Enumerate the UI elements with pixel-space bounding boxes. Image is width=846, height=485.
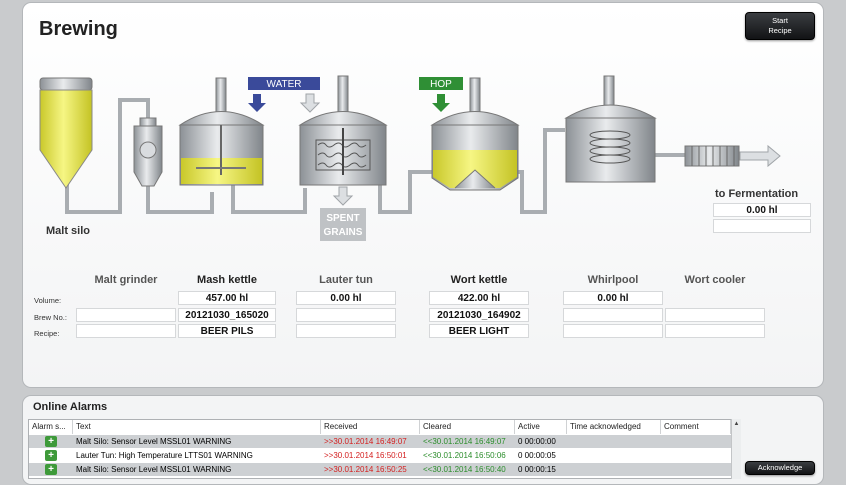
- malt-grinder-brew-no: [76, 308, 176, 322]
- unit-header-lauter-tun: Lauter tun: [319, 274, 373, 286]
- alarm-cleared: <<30.01.2014 16:50:06: [423, 451, 506, 460]
- malt-silo-tank: [39, 77, 93, 189]
- column-header-text[interactable]: Text: [73, 420, 321, 434]
- lauter-tun: [298, 75, 388, 186]
- brew-no-row-label: Brew No.:: [34, 313, 67, 322]
- column-header-comment[interactable]: Comment: [661, 420, 731, 434]
- brewing-panel: [22, 2, 824, 388]
- malt-grinder-recipe: [76, 324, 176, 338]
- malt-silo-label: Malt silo: [46, 225, 91, 237]
- start-recipe-label: Start Recipe: [768, 16, 792, 35]
- start-recipe-button[interactable]: Start Recipe: [745, 12, 815, 40]
- alarm-active: 0 00:00:15: [518, 465, 556, 474]
- whirlpool-brew-no: [563, 308, 663, 322]
- hop-inlet-arrow-icon: [432, 94, 450, 112]
- wort-kettle-recipe: BEER LIGHT: [429, 324, 529, 338]
- column-header-alarm-status[interactable]: Alarm s...: [29, 420, 73, 434]
- acknowledge-button[interactable]: Acknowledge: [745, 461, 815, 475]
- whirlpool-volume: 0.00 hl: [563, 291, 663, 305]
- table-row[interactable]: + Malt Silo: Sensor Level MSSL01 WARNING…: [29, 463, 740, 476]
- mash-kettle-recipe: BEER PILS: [178, 324, 276, 338]
- recipe-row-label: Recipe:: [34, 329, 60, 338]
- lauter-tun-brew-no: [296, 308, 396, 322]
- alarm-cleared: <<30.01.2014 16:49:07: [423, 437, 506, 446]
- unit-header-mash-kettle: Mash kettle: [197, 274, 257, 286]
- alarms-scrollbar[interactable]: ▲: [731, 419, 741, 479]
- malt-grinder: [133, 117, 163, 187]
- water-inlet-arrow-icon: [299, 93, 321, 113]
- pipes: [65, 98, 685, 214]
- wort-kettle-brew-no: 20121030_164902: [429, 308, 529, 322]
- alarm-text: Malt Silo: Sensor Level MSSL01 WARNING: [76, 465, 232, 474]
- lauter-tun-recipe: [296, 324, 396, 338]
- mash-kettle-brew-no: 20121030_165020: [178, 308, 276, 322]
- alarm-received: >>30.01.2014 16:49:07: [324, 437, 407, 446]
- alarm-text: Lauter Tun: High Temperature LTTS01 WARN…: [76, 451, 253, 460]
- wort-kettle-volume: 422.00 hl: [429, 291, 529, 305]
- column-header-active[interactable]: Active: [515, 420, 567, 434]
- lauter-tun-volume: 0.00 hl: [296, 291, 396, 305]
- scroll-up-icon[interactable]: ▲: [733, 421, 740, 427]
- hop-label: HOP: [430, 79, 452, 90]
- hop-label-box: [419, 77, 463, 90]
- wort-cooler: [684, 145, 740, 167]
- water-label: WATER: [267, 79, 302, 90]
- volume-row-label: Volume:: [34, 296, 62, 305]
- unit-header-malt-grinder: Malt grinder: [94, 274, 158, 286]
- whirlpool-recipe: [563, 324, 663, 338]
- alarm-text: Malt Silo: Sensor Level MSSL01 WARNING: [76, 437, 232, 446]
- alarm-status-plus-icon: +: [45, 464, 57, 475]
- alarm-received: >>30.01.2014 16:50:25: [324, 465, 407, 474]
- table-row[interactable]: + Malt Silo: Sensor Level MSSL01 WARNING…: [29, 435, 740, 448]
- whirlpool: [564, 75, 657, 183]
- wort-cooler-brew-no: [665, 308, 765, 322]
- unit-header-wort-kettle: Wort kettle: [450, 274, 508, 286]
- page-title: Brewing: [39, 18, 118, 40]
- alarm-status-plus-icon: +: [45, 450, 57, 461]
- column-header-received[interactable]: Received: [321, 420, 420, 434]
- spent-grains-label: GRAINS: [324, 227, 363, 238]
- to-fermentation-blank: [713, 219, 811, 233]
- table-row[interactable]: + Lauter Tun: High Temperature LTTS01 WA…: [29, 449, 740, 462]
- spent-grains-label: SPENT: [326, 213, 359, 224]
- mash-kettle: [178, 77, 265, 186]
- alarm-cleared: <<30.01.2014 16:50:40: [423, 465, 506, 474]
- process-diagram: WATER SPENT GRAINS HOP: [39, 75, 781, 241]
- online-alarms-title: Online Alarms: [33, 401, 108, 413]
- to-fermentation-value: 0.00 hl: [713, 203, 811, 217]
- to-fermentation-label: to Fermentation: [715, 188, 799, 200]
- alarms-table: Alarm s... Text Received Cleared Active …: [28, 419, 741, 479]
- water-inlet-arrow-icon: [248, 94, 266, 112]
- alarm-active: 0 00:00:05: [518, 451, 556, 460]
- to-fermentation-arrow-icon: [739, 144, 781, 168]
- water-label-box: [248, 77, 320, 90]
- acknowledge-label: Acknowledge: [757, 463, 803, 472]
- mash-kettle-volume: 457.00 hl: [178, 291, 276, 305]
- unit-header-wort-cooler: Wort cooler: [684, 274, 746, 286]
- spent-grains-arrow-icon: [332, 186, 354, 206]
- unit-header-whirlpool: Whirlpool: [587, 274, 639, 286]
- alarm-received: >>30.01.2014 16:50:01: [324, 451, 407, 460]
- spent-grains-box: [320, 208, 366, 241]
- alarm-status-plus-icon: +: [45, 436, 57, 447]
- wort-kettle: [430, 77, 520, 191]
- column-header-time-acknowledged[interactable]: Time acknowledged: [567, 420, 661, 434]
- wort-cooler-recipe: [665, 324, 765, 338]
- alarm-active: 0 00:00:00: [518, 437, 556, 446]
- column-header-cleared[interactable]: Cleared: [420, 420, 515, 434]
